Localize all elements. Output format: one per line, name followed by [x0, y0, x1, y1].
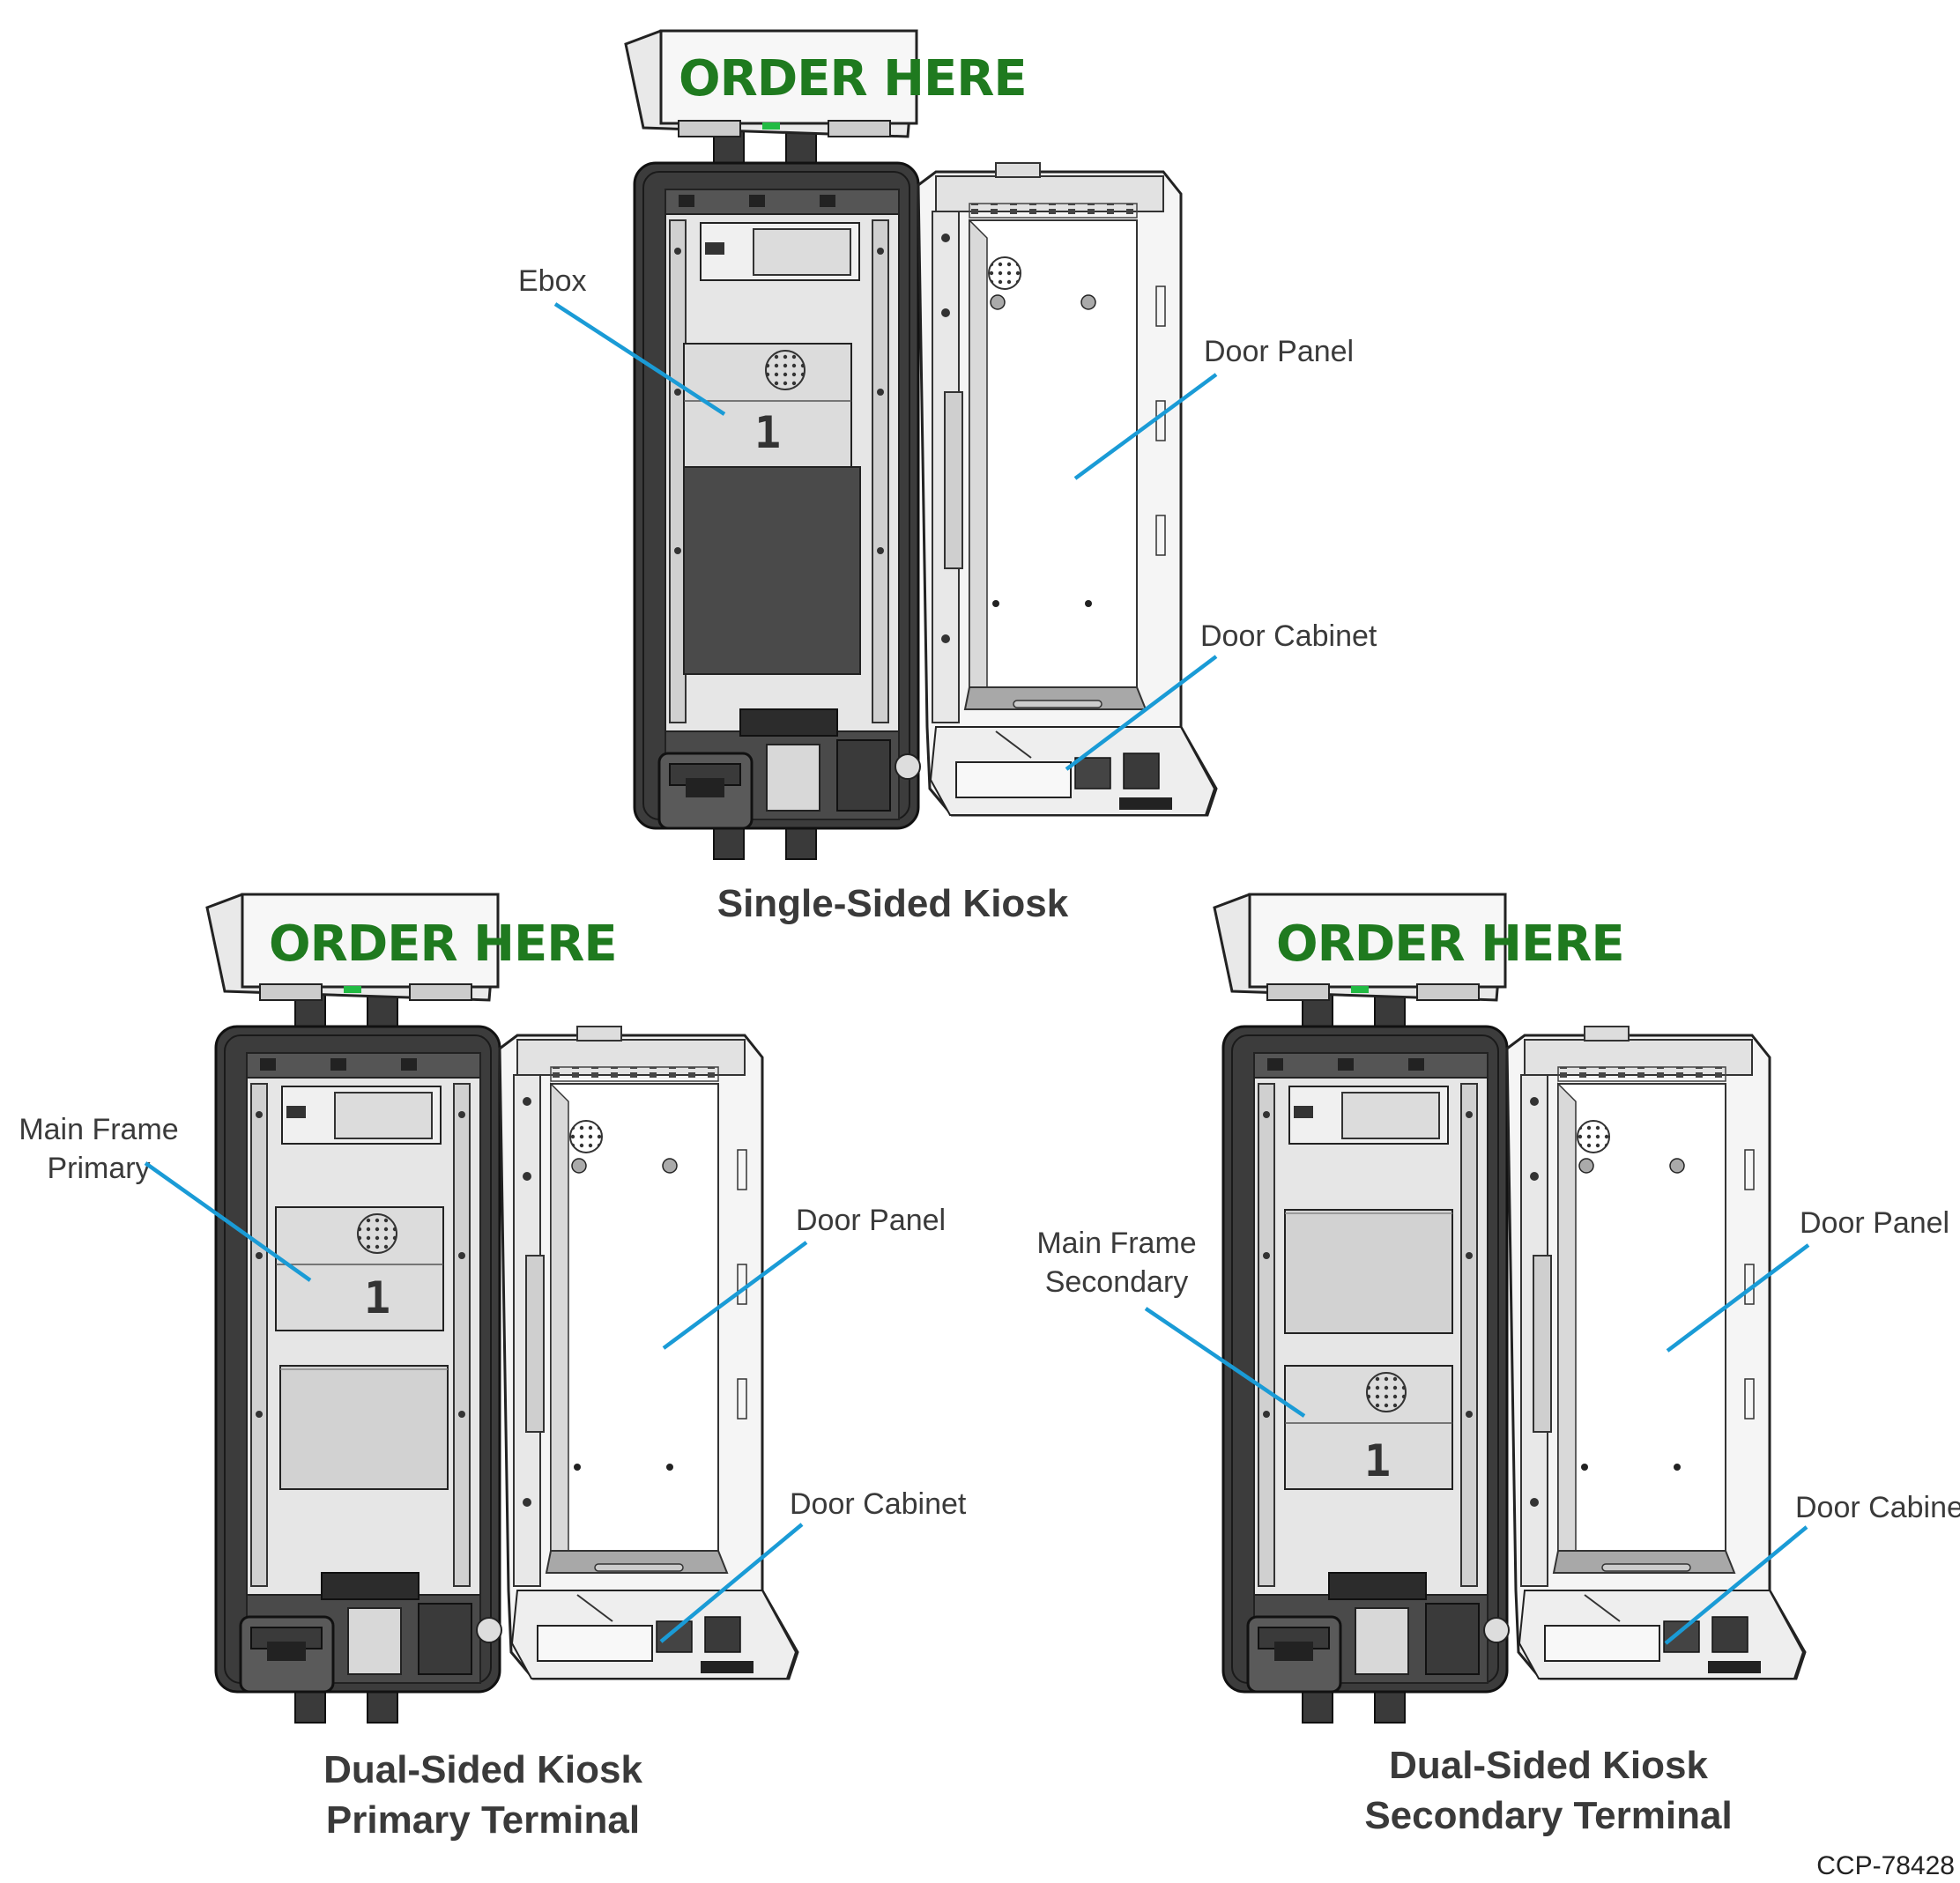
label-door-panel: Door Panel: [796, 1204, 946, 1237]
order-here-sign-text: ORDER HERE: [269, 916, 617, 973]
main-frame-primary-module: 1: [275, 1206, 444, 1331]
caption-primary-line2: Primary Terminal: [326, 1798, 640, 1842]
order-here-sign-text: ORDER HERE: [1276, 916, 1624, 973]
label-main-frame-line2: Secondary: [1045, 1265, 1189, 1299]
module-number: 1: [1364, 1435, 1391, 1486]
label-main-frame-line2: Primary: [47, 1152, 150, 1185]
leader-door-cabinet: [1664, 1525, 1808, 1645]
leader-main-frame: [144, 1161, 312, 1282]
caption-primary-line1: Dual-Sided Kiosk: [323, 1748, 642, 1791]
caption-secondary-line1: Dual-Sided Kiosk: [1389, 1744, 1708, 1787]
dark-panel: [683, 466, 861, 675]
label-main-frame-line1: Main Frame: [19, 1113, 178, 1146]
caption-secondary-line2: Secondary Terminal: [1364, 1794, 1732, 1837]
label-door-cabinet: Door Cabinet: [790, 1487, 967, 1521]
ebox-module: 1: [683, 343, 852, 468]
main-frame-secondary-module: 1: [1284, 1365, 1453, 1490]
order-here-sign-text: ORDER HERE: [679, 50, 1027, 107]
leader-main-frame: [1144, 1307, 1306, 1418]
upper-frame-module: [1284, 1209, 1453, 1334]
dual-sided-primary-kiosk: ORDER HERE 1 Main Frame Primary Door Pan…: [19, 893, 967, 1842]
label-main-frame-line1: Main Frame: [1036, 1227, 1196, 1260]
leader-door-panel: [662, 1241, 808, 1350]
label-door-panel: Door Panel: [1800, 1206, 1949, 1240]
module-number: 1: [754, 407, 781, 458]
label-ebox: Ebox: [518, 264, 587, 298]
leader-ebox: [553, 302, 726, 416]
label-door-cabinet: Door Cabinet: [1200, 619, 1377, 653]
leader-door-cabinet: [659, 1523, 804, 1643]
label-door-panel: Door Panel: [1204, 335, 1354, 368]
leader-door-panel: [1666, 1243, 1810, 1353]
secondary-frame-module: [279, 1365, 449, 1490]
leader-door-panel: [1073, 373, 1218, 480]
label-door-cabinet: Door Cabinet: [1795, 1491, 1960, 1524]
reference-code: CCP-78428: [1816, 1851, 1955, 1880]
dual-sided-secondary-kiosk: ORDER HERE 1 Main Frame Secondary Door P…: [1036, 893, 1960, 1837]
single-sided-kiosk: ORDER HERE 1 Ebox Door Panel Door Cabine…: [518, 29, 1377, 925]
caption-single-sided: Single-Sided Kiosk: [717, 882, 1069, 925]
leader-door-cabinet: [1065, 655, 1218, 771]
module-number: 1: [364, 1272, 390, 1323]
